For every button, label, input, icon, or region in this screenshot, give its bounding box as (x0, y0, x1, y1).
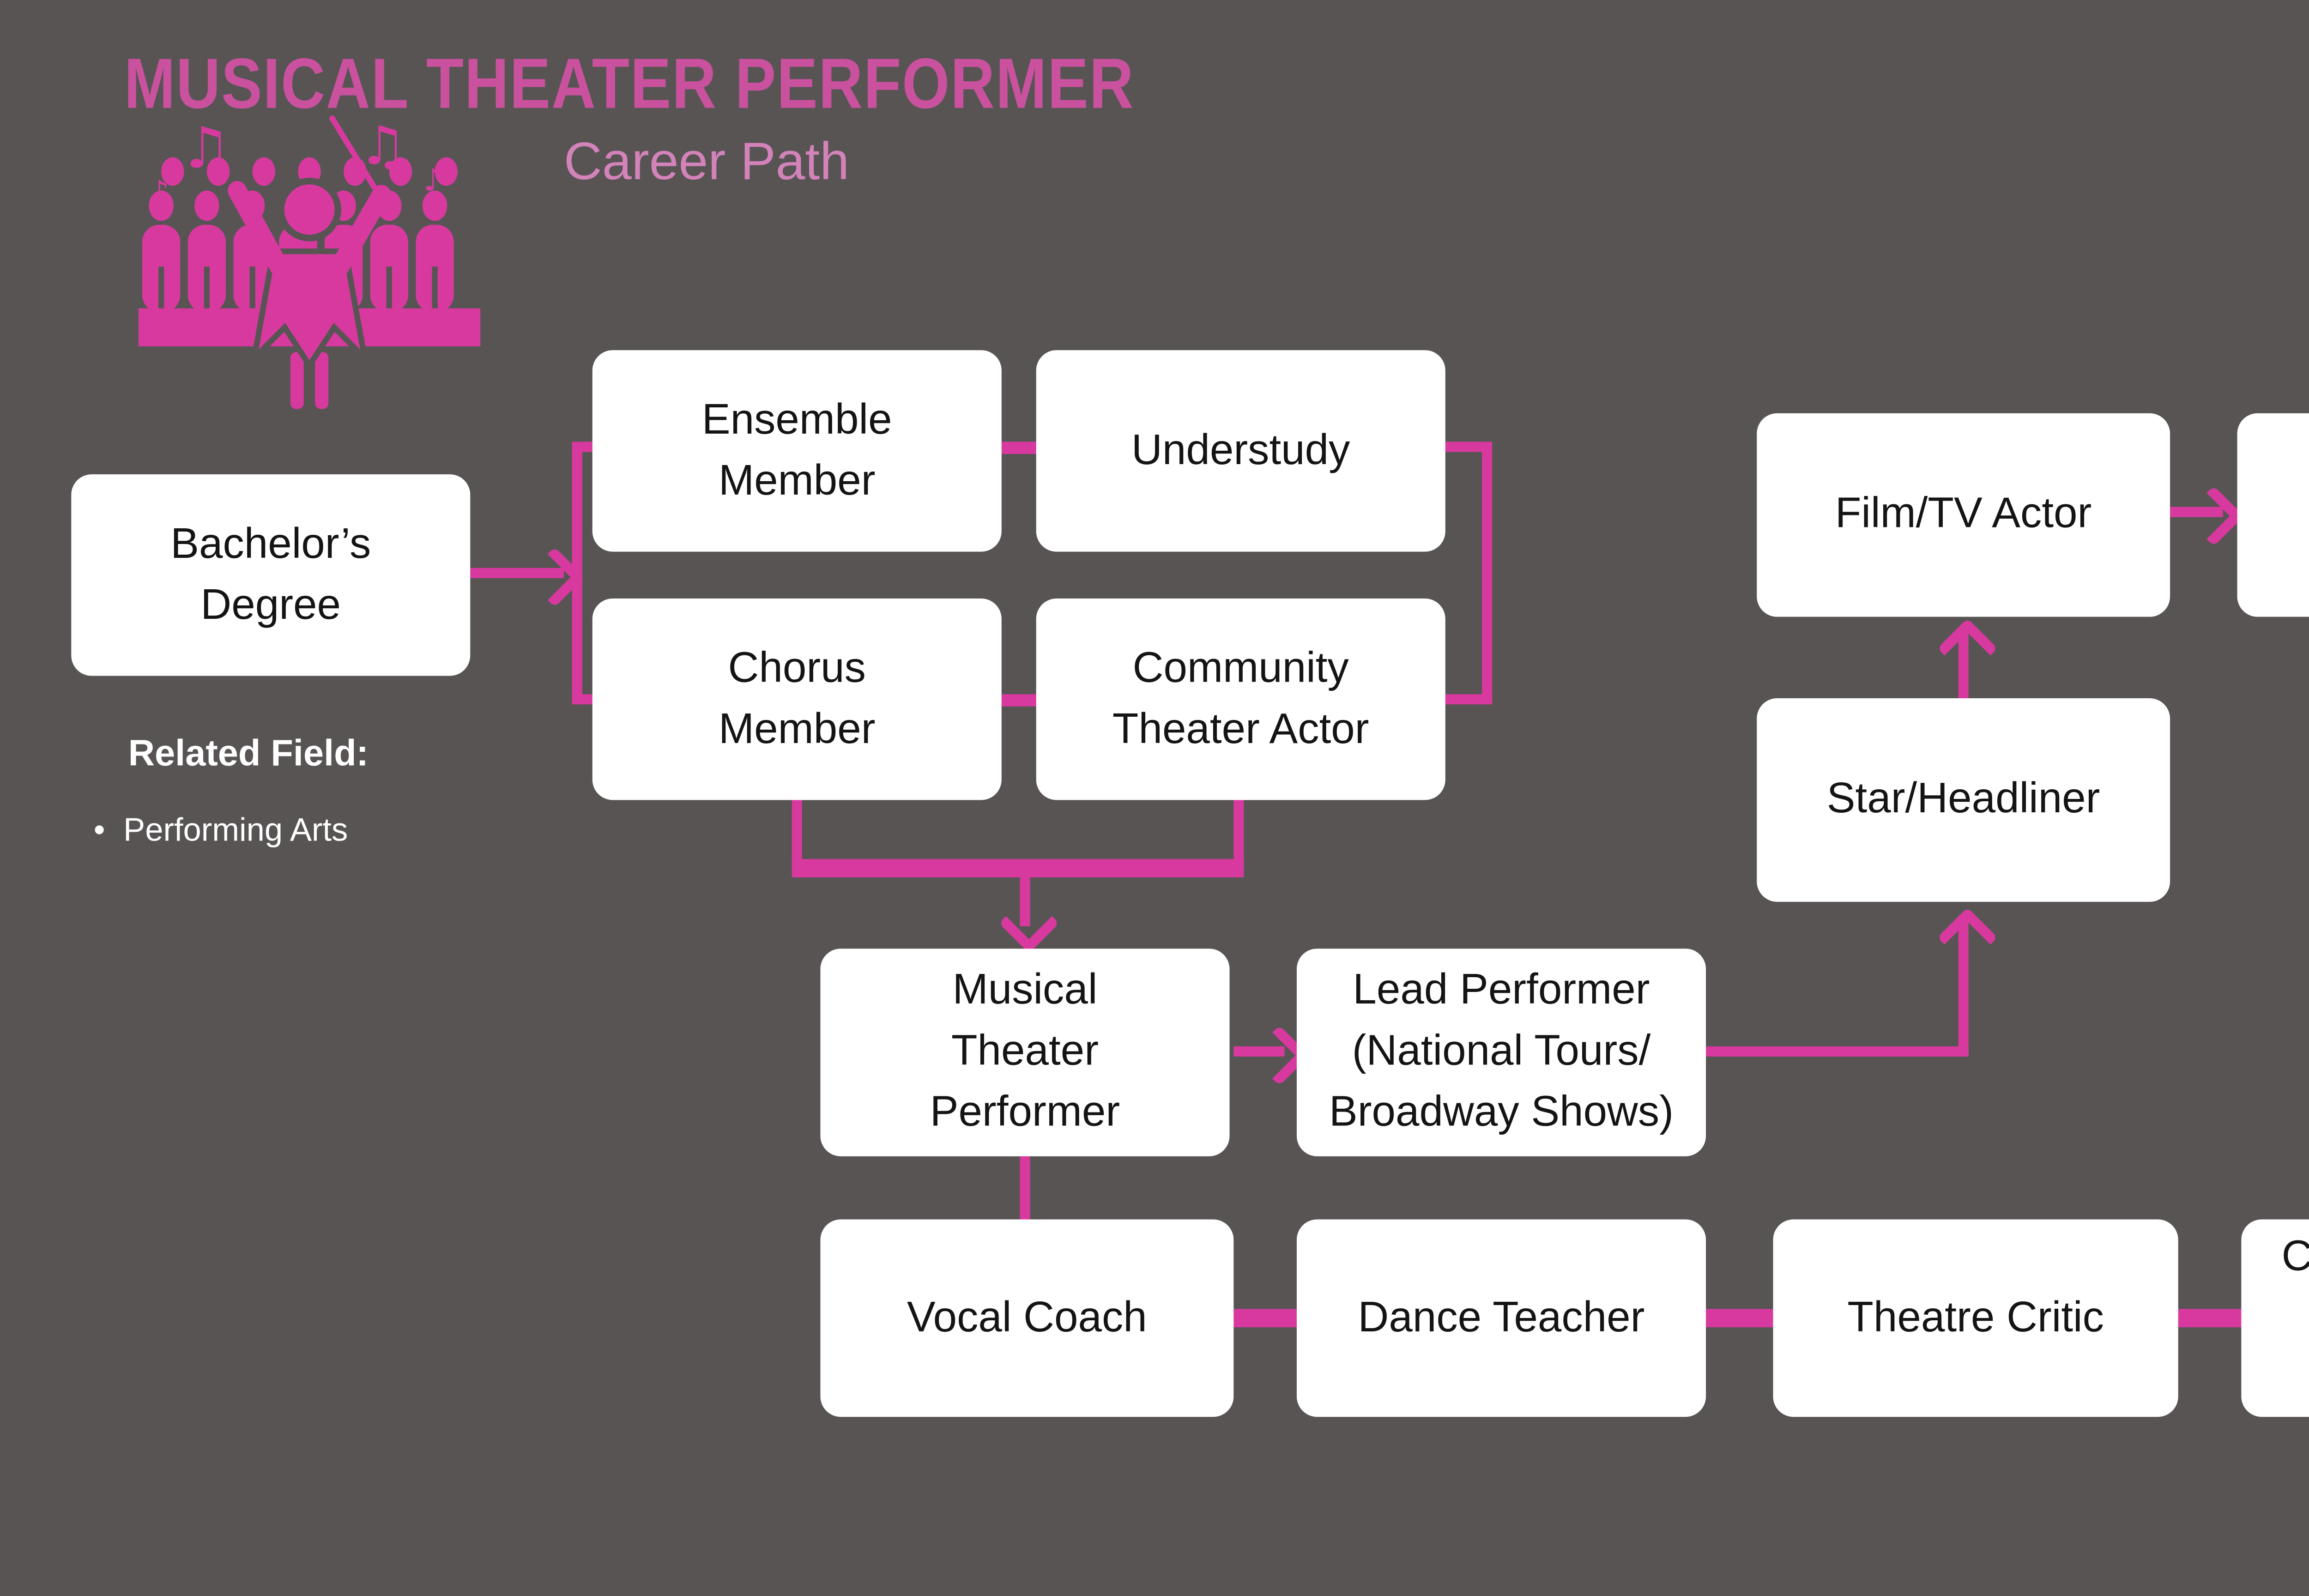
node-chorus-member: Chorus Member (592, 598, 1002, 800)
node-choreographer-other-creative-roles: Choreographer/O ther Creative Roles (2241, 1219, 2309, 1417)
arrowhead-film-director (2183, 486, 2244, 546)
node-community-theater-actor: Community Theater Actor (1036, 598, 1445, 800)
conductor-choir-icon: ♫ ♪ ♫ ♪ (138, 115, 481, 413)
conductor-figure (228, 115, 391, 413)
node-dance-teacher: Dance Teacher (1296, 1219, 1706, 1417)
connector-mtp-lead-line (1233, 1046, 1285, 1057)
node-musical-theater-performer: Musical Theater Performer (820, 949, 1230, 1156)
connector-mtp-vocal-vertical (1020, 1156, 1030, 1220)
related-field-heading: Related Field: (128, 732, 369, 774)
arrowhead-into-star (1937, 907, 1998, 968)
node-theatre-critic: Theatre Critic (1773, 1219, 2178, 1417)
connector-merge-down-line (1020, 873, 1030, 926)
page-title: MUSICAL THEATER PERFORMER (124, 44, 1135, 124)
related-field-list: Performing Arts (94, 806, 348, 859)
baton (329, 115, 377, 190)
connector-dance-critic (1702, 1309, 1777, 1328)
connector-chorus-community (997, 694, 1040, 707)
connector-bachelors-arrow-line (470, 568, 564, 578)
music-notes-icon: ♫ ♪ ♫ ♪ (150, 115, 442, 209)
node-vocal-coach: Vocal Coach (820, 1219, 1234, 1417)
connector-lead-up-vertical (1958, 920, 1969, 1057)
connector-left-bracket-vertical (572, 441, 582, 705)
connector-lead-right-horizontal (1702, 1046, 1969, 1057)
svg-text:♪: ♪ (423, 163, 443, 198)
connector-vocal-dance (1225, 1309, 1301, 1328)
node-director: Director (2237, 413, 2309, 617)
related-field-item: Performing Arts (94, 806, 348, 859)
connector-film-director-line (2170, 507, 2223, 517)
connector-merge-horizontal (792, 859, 1244, 877)
node-film-tv-actor: Film/TV Actor (1757, 413, 2170, 617)
svg-text:♫: ♫ (180, 115, 231, 181)
svg-text:♫: ♫ (359, 115, 406, 177)
svg-text:♪: ♪ (150, 174, 169, 209)
choir-back-row (161, 157, 458, 186)
connector-critic-choreographer (2174, 1309, 2246, 1328)
node-bachelors-degree: Bachelor’s Degree (71, 474, 471, 676)
node-lead-performer: Lead Performer (National Tours/ Broadway… (1296, 949, 1706, 1156)
node-star-headliner: Star/Headliner (1757, 698, 2170, 902)
arrowhead-merge-down (998, 893, 1059, 954)
connector-community-right-stub (1441, 694, 1493, 705)
node-understudy: Understudy (1036, 350, 1445, 552)
arrowhead-into-film (1937, 618, 1998, 679)
node-ensemble-member: Ensemble Member (592, 350, 1002, 552)
connector-ensemble-understudy (997, 441, 1040, 454)
connector-understudy-right-stub (1441, 441, 1493, 452)
page-subtitle: Career Path (564, 130, 850, 192)
connector-chorus-down (792, 796, 802, 870)
connector-right-bracket-vertical (1482, 441, 1493, 705)
connector-community-down (1233, 796, 1244, 870)
connector-star-film-vertical (1958, 633, 1969, 698)
